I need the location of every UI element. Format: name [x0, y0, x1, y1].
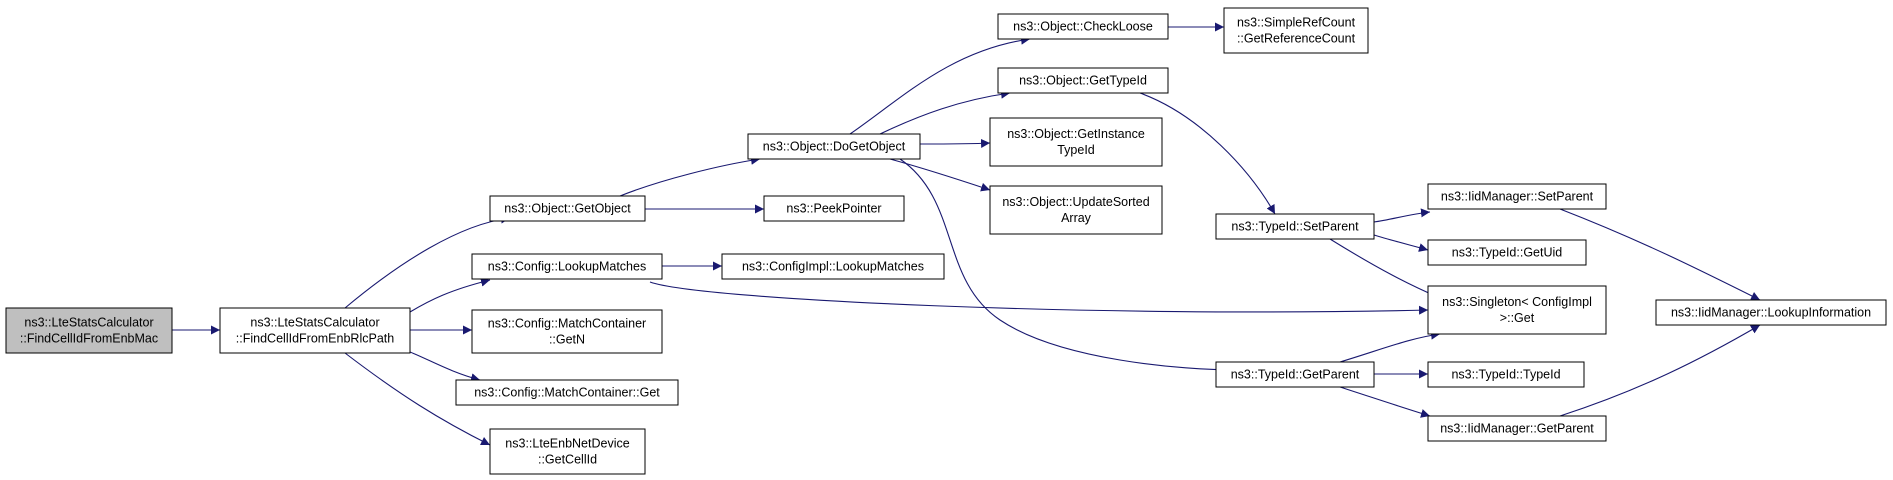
edge-n11-n15 — [1139, 92, 1276, 215]
node-layer: ns3::LteStatsCalculator::FindCellIdFromE… — [5, 7, 1887, 475]
node-box — [1427, 415, 1607, 442]
edge-n7-n13 — [889, 158, 991, 192]
graph-node-n3[interactable]: ns3::Config::LookupMatches — [471, 253, 663, 280]
graph-node-n0[interactable]: ns3::LteStatsCalculator::FindCellIdFromE… — [5, 307, 173, 354]
graph-node-n10[interactable]: ns3::Object::CheckLoose — [997, 13, 1169, 40]
node-label: ns3::Config::LookupMatches — [488, 260, 646, 274]
node-box — [1215, 361, 1375, 388]
node-label: ns3::Object::GetTypeId — [1019, 74, 1147, 88]
edge-n1-n3 — [409, 277, 491, 313]
node-box — [455, 379, 679, 406]
node-label: ns3::LteStatsCalculator — [24, 316, 153, 330]
graph-node-n7[interactable]: ns3::Object::DoGetObject — [747, 133, 921, 160]
node-box — [997, 67, 1169, 94]
node-label: ns3::TypeId::TypeId — [1451, 368, 1560, 382]
node-box — [721, 253, 945, 280]
edge-n1-n6 — [344, 352, 491, 446]
graph-node-n22[interactable]: ns3::IidManager::LookupInformation — [1655, 299, 1887, 326]
edge-n18-n22 — [1559, 208, 1761, 301]
node-box — [1223, 7, 1369, 54]
node-box — [471, 309, 663, 354]
node-label: ns3::IidManager::LookupInformation — [1671, 306, 1871, 320]
graph-node-n14[interactable]: ns3::SimpleRefCount::GetReferenceCount — [1223, 7, 1369, 54]
node-label: ::FindCellIdFromEnbRlcPath — [236, 332, 394, 346]
node-label: ns3::LteStatsCalculator — [250, 316, 379, 330]
node-label: ns3::PeekPointer — [786, 202, 881, 216]
node-box — [1215, 213, 1375, 240]
node-box — [219, 307, 411, 354]
graph-node-n19[interactable]: ns3::TypeId::GetUid — [1427, 239, 1587, 266]
node-label: ns3::Config::MatchContainer — [488, 317, 646, 331]
node-label: ::GetCellId — [538, 453, 597, 467]
graph-node-n17[interactable]: ns3::Singleton< ConfigImpl >::Get — [1427, 285, 1607, 335]
node-box — [5, 307, 173, 354]
edge-n7-n11 — [879, 89, 1011, 135]
graph-node-n6[interactable]: ns3::LteEnbNetDevice::GetCellId — [489, 428, 646, 475]
graph-node-n4[interactable]: ns3::Config::MatchContainer::GetN — [471, 309, 663, 354]
node-label: Array — [1061, 211, 1092, 225]
node-label: ns3::Object::GetInstance — [1007, 127, 1145, 141]
edge-n7-n16 — [899, 158, 1241, 375]
node-label: ::GetReferenceCount — [1237, 32, 1356, 46]
node-label: >::Get — [1500, 311, 1535, 325]
node-box — [1427, 361, 1585, 388]
graph-node-n5[interactable]: ns3::Config::MatchContainer::Get — [455, 379, 679, 406]
node-box — [1655, 299, 1887, 326]
node-box — [489, 428, 646, 475]
node-box — [997, 13, 1169, 40]
edge-layer — [172, 22, 1761, 446]
node-label: ns3::Singleton< ConfigImpl — [1442, 295, 1592, 309]
node-label: ns3::ConfigImpl::LookupMatches — [742, 260, 924, 274]
node-label: ns3::LteEnbNetDevice — [505, 437, 629, 451]
edge-n16-n17 — [1339, 330, 1441, 363]
node-label: ns3::TypeId::SetParent — [1231, 220, 1359, 234]
node-box — [989, 185, 1163, 235]
graph-node-n21[interactable]: ns3::IidManager::GetParent — [1427, 415, 1607, 442]
node-box — [989, 117, 1163, 167]
node-label: ns3::TypeId::GetUid — [1452, 246, 1563, 260]
node-box — [471, 253, 663, 280]
node-label: ::FindCellIdFromEnbMac — [20, 332, 158, 346]
edge-n21-n22 — [1559, 324, 1761, 417]
edge-n15-n19 — [1373, 234, 1429, 252]
node-label: ns3::TypeId::GetParent — [1231, 368, 1360, 382]
graph-node-n2[interactable]: ns3::Object::GetObject — [489, 195, 646, 222]
graph-node-n16[interactable]: ns3::TypeId::GetParent — [1215, 361, 1375, 388]
graph-node-n11[interactable]: ns3::Object::GetTypeId — [997, 67, 1169, 94]
node-label: ns3::Object::CheckLoose — [1013, 20, 1153, 34]
node-label: ns3::Object::DoGetObject — [763, 140, 906, 154]
node-box — [763, 195, 905, 222]
node-label: TypeId — [1057, 143, 1095, 157]
node-label: ns3::Object::UpdateSorted — [1002, 195, 1149, 209]
edge-n16-n21 — [1339, 386, 1431, 418]
edge-n7-n10 — [849, 35, 1031, 135]
edge-n3-n17 — [649, 281, 1429, 315]
graph-node-n18[interactable]: ns3::IidManager::SetParent — [1427, 183, 1607, 210]
graph-node-n20[interactable]: ns3::TypeId::TypeId — [1427, 361, 1585, 388]
graph-node-n15[interactable]: ns3::TypeId::SetParent — [1215, 213, 1375, 240]
node-label: ns3::SimpleRefCount — [1237, 16, 1356, 30]
node-label: ns3::Object::GetObject — [504, 202, 631, 216]
edge-n1-n5 — [409, 351, 481, 383]
edge-n15-n18 — [1373, 208, 1431, 223]
node-box — [1427, 285, 1607, 335]
edge-n2-n7 — [619, 155, 761, 197]
graph-node-n8[interactable]: ns3::PeekPointer — [763, 195, 905, 222]
graph-node-n1[interactable]: ns3::LteStatsCalculator::FindCellIdFromE… — [219, 307, 411, 354]
node-label: ns3::IidManager::SetParent — [1441, 190, 1594, 204]
graph-node-n9[interactable]: ns3::ConfigImpl::LookupMatches — [721, 253, 945, 280]
node-box — [489, 195, 646, 222]
node-label: ns3::IidManager::GetParent — [1440, 422, 1594, 436]
node-box — [747, 133, 921, 160]
node-label: ::GetN — [549, 333, 585, 347]
node-box — [1427, 239, 1587, 266]
edge-n1-n2 — [344, 214, 511, 309]
edge-n7-n12 — [919, 138, 991, 148]
edge-n15-n17 — [1329, 238, 1441, 299]
node-box — [1427, 183, 1607, 210]
node-label: ns3::Config::MatchContainer::Get — [474, 386, 660, 400]
